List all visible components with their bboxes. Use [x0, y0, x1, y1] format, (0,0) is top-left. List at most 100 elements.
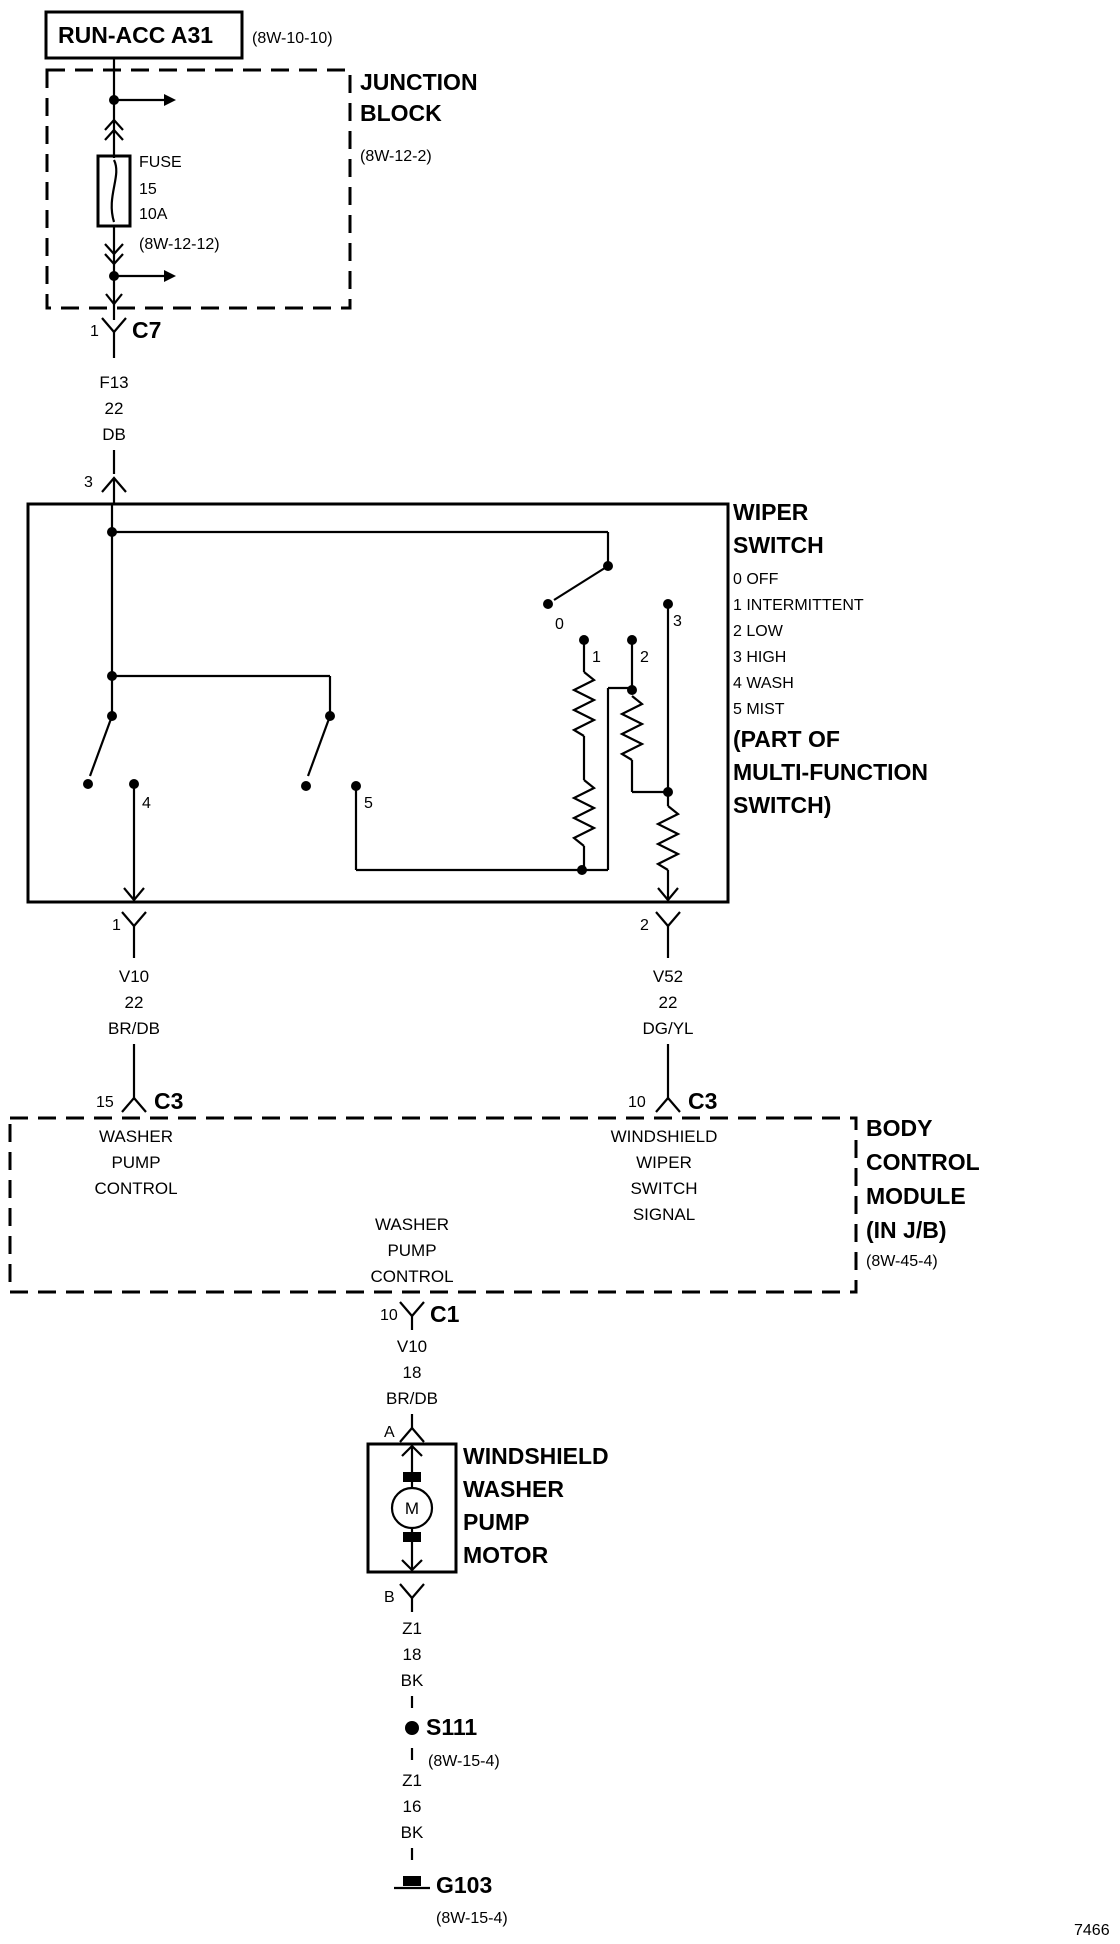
body-control-module: BODY CONTROL MODULE (IN J/B) (8W-45-4) W… — [8, 1115, 980, 1294]
bcm-input-right-label-4: SIGNAL — [633, 1205, 695, 1224]
motor-title-2: WASHER — [463, 1476, 564, 1502]
junction-block: JUNCTION BLOCK (8W-12-2) FUSE 15 10A (8W… — [45, 58, 478, 320]
contact-label-3: 3 — [673, 613, 682, 630]
contact-label-5: 5 — [364, 795, 373, 812]
ground-name: G103 — [436, 1872, 492, 1898]
wire-v10-18-color: BR/DB — [386, 1389, 438, 1408]
resistor-2-icon — [571, 779, 597, 847]
motor-title-1: WINDSHIELD — [463, 1443, 609, 1469]
bcm-output-label-2: PUMP — [387, 1241, 436, 1260]
wire-z1-16-gauge: 16 — [403, 1797, 422, 1816]
wire-v52-gauge: 22 — [659, 993, 678, 1012]
figure-number: 7466 — [1074, 1922, 1110, 1939]
contact-label-0: 0 — [555, 616, 564, 633]
motor-icon — [390, 1486, 434, 1530]
bcm-input-right-label-2: WIPER — [636, 1153, 692, 1172]
wire-z1-18-circuit: Z1 — [402, 1619, 422, 1638]
wire-v52-circuit: V52 — [653, 967, 683, 986]
wire-v10-18: V10 18 BR/DB — [386, 1337, 438, 1428]
bcm-title-4: (IN J/B) — [866, 1217, 947, 1243]
washer-pump-motor: A M WINDSHIELD WASHER PUMP MOTOR B — [366, 1424, 609, 1612]
bcm-input-left-connector: C3 — [154, 1088, 183, 1114]
wiper-switch-out-left: 1 — [112, 911, 147, 958]
motor-pin-b: B — [384, 1589, 395, 1606]
wiper-switch-note-1: (PART OF — [733, 726, 840, 752]
wire-v10-22-gauge: 22 — [125, 993, 144, 1012]
contact-label-4: 4 — [142, 795, 151, 812]
bcm-title-2: CONTROL — [866, 1149, 980, 1175]
source-ref: (8W-10-10) — [252, 30, 333, 47]
fuse-label-2: 15 — [139, 181, 157, 198]
splice-name: S111 — [426, 1714, 477, 1740]
wire-f13-gauge: 22 — [105, 399, 124, 418]
wire-v10-22-color: BR/DB — [108, 1019, 160, 1038]
wire-z1-18-color: BK — [401, 1671, 424, 1690]
wiper-switch-pin-3: 3 — [84, 474, 93, 491]
bcm-input-left-label-1: WASHER — [99, 1127, 173, 1146]
bcm-input-left-pin: 15 — [96, 1094, 114, 1111]
wiper-position-intermittent: 1 INTERMITTENT — [733, 597, 864, 614]
bcm-input-left-label-2: PUMP — [111, 1153, 160, 1172]
connector-c7-pin: 1 — [90, 323, 99, 340]
connector-c7-name: C7 — [132, 317, 161, 343]
bcm-title-3: MODULE — [866, 1183, 966, 1209]
contact-label-2: 2 — [640, 649, 649, 666]
junction-block-ref: (8W-12-2) — [360, 148, 432, 165]
wiper-switch-title-2: SWITCH — [733, 532, 824, 558]
wire-v52-color: DG/YL — [642, 1019, 693, 1038]
contact-label-1: 1 — [592, 649, 601, 666]
junction-block-title-1: JUNCTION — [360, 69, 478, 95]
fuse-label-4: (8W-12-12) — [139, 236, 220, 253]
connector-c7: 1 C7 — [90, 317, 161, 358]
connector-c1: 10 C1 — [380, 1301, 460, 1330]
wiper-switch-note-3: SWITCH) — [733, 792, 831, 818]
wash-switch-blade — [88, 715, 114, 777]
ground-ref: (8W-15-4) — [436, 1910, 508, 1927]
splice-ref: (8W-15-4) — [428, 1753, 500, 1770]
mist-switch-blade — [306, 715, 332, 777]
motor-symbol: M — [405, 1499, 419, 1518]
wire-v52: V52 22 DG/YL — [642, 967, 694, 1100]
bcm-input-right-connector: C3 — [688, 1088, 717, 1114]
motor-title-4: MOTOR — [463, 1542, 549, 1568]
resistor-3-icon — [619, 695, 645, 761]
wiper-position-off: 0 OFF — [733, 571, 779, 588]
wire-z1-18: Z1 18 BK — [401, 1619, 424, 1708]
wire-v10-18-gauge: 18 — [403, 1363, 422, 1382]
connector-c1-name: C1 — [430, 1301, 460, 1327]
wiper-switch-out-left-pin: 1 — [112, 917, 121, 934]
connector-c1-pin: 10 — [380, 1307, 398, 1324]
wiper-position-low: 2 LOW — [733, 623, 784, 640]
wire-f13-circuit: F13 — [99, 373, 128, 392]
wire-f13-color: DB — [102, 425, 126, 444]
splice-s111: S111 (8W-15-4) — [405, 1714, 500, 1770]
fuse-label-3: 10A — [139, 206, 168, 223]
bcm-input-c3-right: 10 C3 WINDSHIELD WIPER SWITCH SIGNAL — [611, 1088, 718, 1224]
source-name: RUN-ACC A31 — [58, 22, 213, 48]
wire-v10-22-circuit: V10 — [119, 967, 149, 986]
wiper-position-high: 3 HIGH — [733, 649, 786, 666]
wire-z1-16-circuit: Z1 — [402, 1771, 422, 1790]
wire-v10-18-circuit: V10 — [397, 1337, 427, 1356]
wiper-switch: WIPER SWITCH 0 OFF 1 INTERMITTENT 2 LOW … — [26, 499, 928, 904]
junction-block-title-2: BLOCK — [360, 100, 442, 126]
bcm-title-1: BODY — [866, 1115, 932, 1141]
wiper-switch-title-1: WIPER — [733, 499, 809, 525]
ground-icon — [394, 1876, 430, 1890]
off-switch-blade — [553, 565, 609, 601]
bcm-output-label-1: WASHER — [375, 1215, 449, 1234]
wiper-switch-out-right: 2 — [640, 911, 681, 958]
wiper-position-wash: 4 WASH — [733, 675, 794, 692]
fuse-label-1: FUSE — [139, 154, 182, 171]
bcm-input-right-label-3: SWITCH — [630, 1179, 697, 1198]
wiper-switch-note-2: MULTI-FUNCTION — [733, 759, 928, 785]
bcm-input-right-pin: 10 — [628, 1094, 646, 1111]
motor-pin-a: A — [384, 1424, 395, 1441]
wire-v10-22: V10 22 BR/DB — [108, 967, 160, 1100]
wiper-position-mist: 5 MIST — [733, 701, 785, 718]
bcm-ref: (8W-45-4) — [866, 1253, 938, 1270]
fuse-icon — [96, 154, 132, 228]
wiper-switch-out-right-pin: 2 — [640, 917, 649, 934]
bcm-input-c3-left: 15 C3 WASHER PUMP CONTROL — [94, 1088, 183, 1198]
